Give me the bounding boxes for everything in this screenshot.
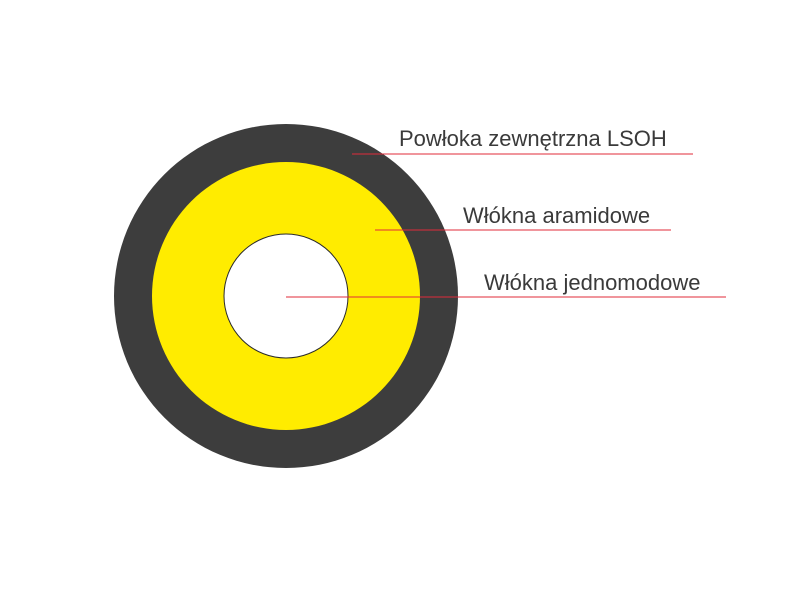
aramid-yarn-label: Włókna aramidowe	[463, 203, 651, 228]
outer-jacket-label: Powłoka zewnętrzna LSOH	[399, 126, 667, 151]
singlemode-fiber-circle	[223, 233, 349, 359]
singlemode-fiber-label: Włókna jednomodowe	[484, 270, 701, 295]
